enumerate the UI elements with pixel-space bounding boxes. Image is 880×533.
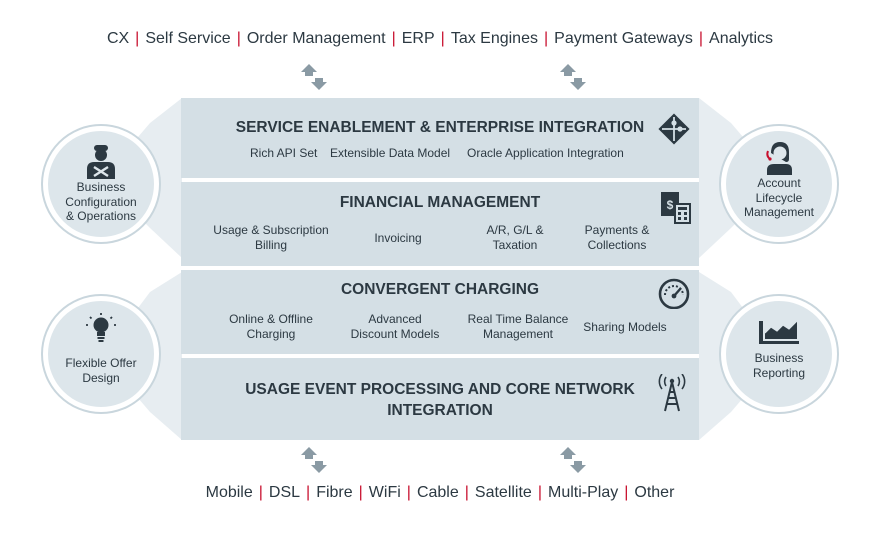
feature-line: Real Time Balance (467, 312, 569, 326)
band-financial-management: FINANCIAL MANAGEMENT Usage & Subscriptio… (181, 182, 699, 266)
band-service-enablement: SERVICE ENABLEMENT & ENTERPRISE INTEGRAT… (181, 98, 699, 178)
circle-label-line: Business (76, 180, 126, 194)
separator: | (135, 30, 140, 47)
circle-label: Flexible Offer Design (48, 356, 154, 385)
channel-label: ERP (401, 30, 435, 47)
circle-label-line: Account (757, 176, 801, 190)
channel-label: Order Management (246, 30, 386, 47)
channel-label: Other (634, 484, 675, 501)
feature-line: Usage & Subscription (213, 223, 329, 237)
separator: | (698, 30, 704, 47)
channel-label: DSL (268, 484, 301, 501)
feature-label: Online & Offline Charging (211, 312, 331, 342)
band-title: USAGE EVENT PROCESSING AND CORE NETWORK … (181, 379, 699, 421)
worker-icon (87, 145, 115, 179)
speedometer-icon (658, 278, 690, 309)
circle-business-reporting: Business Reporting (721, 296, 837, 412)
feature-label: Payments & Collections (577, 223, 657, 253)
separator: | (391, 30, 396, 47)
channel-label: Fibre (316, 484, 353, 501)
separator: | (358, 484, 363, 501)
feature-line: Advanced (368, 312, 422, 326)
channel-label: Satellite (474, 484, 532, 501)
headset-agent-icon (766, 142, 792, 175)
feature-line: Online & Offline (229, 312, 313, 326)
feature-line: Discount Models (350, 327, 440, 341)
feature-label: A/R, G/L & Taxation (475, 223, 555, 253)
circle-label: Account Lifecycle Management (726, 176, 832, 220)
lightbulb-icon (86, 313, 116, 342)
circle-label-line: Design (82, 370, 120, 385)
puzzle-icon (658, 113, 690, 145)
band-title: FINANCIAL MANAGEMENT (339, 194, 541, 211)
band-title-line: INTEGRATION (387, 402, 493, 419)
circle-label: Business Reporting (726, 351, 832, 380)
feature-label: Rich API Set (250, 146, 318, 160)
separator: | (464, 484, 469, 501)
separator: | (543, 30, 549, 47)
feature-label: Advanced Discount Models (339, 312, 451, 342)
feature-line: Collections (587, 238, 647, 252)
separator: | (537, 484, 542, 501)
channel-label: Mobile (205, 484, 253, 501)
separator: | (406, 484, 411, 501)
circle-label-line: & Operations (65, 209, 137, 223)
top-channels: CX | Self Service | Order Management | ERP | Tax… (0, 30, 880, 48)
separator: | (624, 484, 629, 501)
band-title: SERVICE ENABLEMENT & ENTERPRISE INTEGRAT… (235, 119, 645, 136)
band-convergent-charging: CONVERGENT CHARGING Online & Offline Cha… (181, 270, 699, 354)
bidirectional-arrow-icon (301, 447, 327, 473)
circle-label-line: Configuration (65, 194, 137, 209)
band-usage-event-processing: USAGE EVENT PROCESSING AND CORE NETWORK … (181, 358, 699, 440)
bidirectional-arrow-icon (560, 64, 586, 90)
circle-label-line: Lifecycle (755, 190, 803, 205)
separator: | (258, 484, 263, 501)
chart-report-icon (759, 320, 799, 344)
feature-label: Sharing Models (583, 320, 667, 334)
feature-line: Payments & (584, 223, 650, 237)
circle-business-configuration: Business Configuration & Operations (43, 126, 159, 242)
feature-line: Billing (254, 238, 287, 252)
feature-label: Invoicing (374, 231, 422, 245)
feature-line: Management (482, 327, 554, 341)
circle-label-line: Management (743, 205, 815, 219)
channel-label: WiFi (368, 484, 401, 501)
svg-text:$: $ (667, 198, 674, 212)
circle-label-line: Business (754, 351, 804, 365)
feature-line: Charging (246, 327, 296, 341)
feature-label: Usage & Subscription Billing (211, 223, 331, 253)
circle-label-line: Flexible Offer (65, 356, 137, 370)
channel-label: Analytics (709, 30, 774, 47)
feature-label: Extensible Data Model (330, 146, 451, 160)
circle-label: Business Configuration & Operations (48, 180, 154, 224)
channel-label: Cable (416, 484, 459, 501)
circle-account-lifecycle: Account Lifecycle Management (721, 126, 837, 242)
separator: | (306, 484, 311, 501)
bidirectional-arrow-icon (301, 64, 327, 90)
feature-label: Oracle Application Integration (467, 146, 624, 160)
circle-label-line: Reporting (752, 365, 806, 380)
feature-line: A/R, G/L & (486, 223, 544, 237)
feature-label: Real Time Balance Management (463, 312, 573, 342)
channel-label: Multi-Play (547, 484, 619, 501)
band-title: CONVERGENT CHARGING (340, 281, 540, 298)
antenna-tower-icon (658, 374, 686, 412)
separator: | (236, 30, 241, 47)
channel-label: Self Service (145, 30, 231, 47)
separator: | (440, 30, 445, 47)
feature-line: Taxation (492, 238, 538, 252)
bottom-channels: Mobile | DSL | Fibre | WiFi | Cable | Satellite | Mu… (0, 484, 880, 502)
circle-flexible-offer: Flexible Offer Design (43, 296, 159, 412)
channel-label: CX (106, 30, 130, 47)
channel-label: Payment Gateways (554, 30, 693, 47)
channel-label: Tax Engines (450, 30, 538, 47)
invoice-calculator-icon: $ (661, 192, 691, 224)
band-title-line: USAGE EVENT PROCESSING AND CORE NETWORK (245, 381, 635, 398)
bidirectional-arrow-icon (560, 447, 586, 473)
